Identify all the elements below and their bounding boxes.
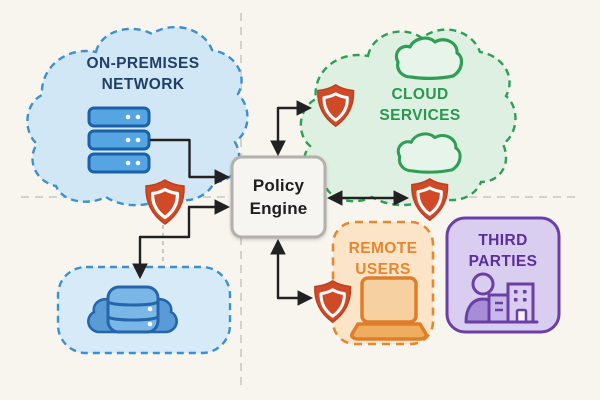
server-stack-icon [87,106,151,174]
policy-engine-label-line2: Engine [249,199,308,218]
cloud-icon-bottom [396,132,462,174]
arrow-engine-to-cloud-left [270,100,313,157]
arrows [132,100,410,306]
policy-engine-label: Policy Engine [232,157,325,237]
security-shields [145,84,449,324]
shield-icon-cloud-bottom [411,178,449,222]
arrow-engine-to-remote-users [270,238,314,306]
arrow-shield-to-datastore [132,207,191,280]
laptop-icon [350,276,428,341]
shield-icon-on-premises [145,179,185,225]
arrow-server-to-engine [150,138,231,185]
database-cloud-icon [87,285,178,334]
shield-icon-cloud-left [317,84,355,128]
policy-engine-box [230,155,327,239]
person-building-icon [464,272,539,324]
shield-icon-remote-users [314,280,352,324]
policy-engine-label-line1: Policy [252,176,305,195]
cloud-icon-top [394,36,464,80]
